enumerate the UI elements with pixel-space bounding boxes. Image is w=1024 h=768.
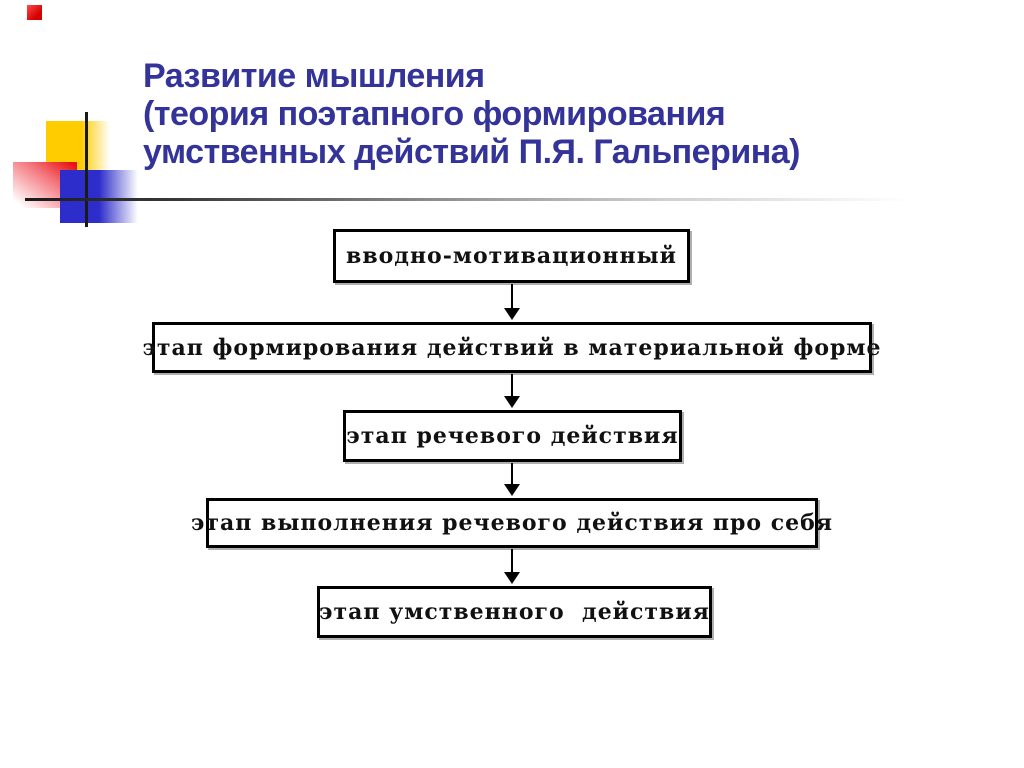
arrowhead-down-icon	[504, 308, 520, 320]
flow-box-label: этап речевого действия	[346, 423, 679, 449]
arrowhead-down-icon	[504, 396, 520, 408]
arrow-stem	[511, 549, 513, 574]
down-arrow-connector-2	[504, 374, 520, 408]
arrow-stem	[511, 374, 513, 398]
flow-box-stage-5: этап умственного действия	[317, 586, 712, 638]
flow-box-label: этап формирования действий в материально…	[142, 334, 882, 361]
flow-box-stage-2: этап формирования действий в материально…	[143, 322, 881, 373]
arrow-stem	[511, 463, 513, 486]
corner-red-square-decoration	[27, 5, 42, 20]
title-underline-rule	[25, 198, 910, 201]
arrowhead-down-icon	[504, 484, 520, 496]
flow-box-stage-1: вводно-мотивационный	[333, 229, 690, 283]
title-line-2: (теория поэтапного формирования	[143, 95, 726, 133]
arrowhead-down-icon	[504, 572, 520, 584]
slide-title: Развитие мышления (теория поэтапного фор…	[143, 57, 903, 171]
flow-box-stage-3: этап речевого действия	[343, 410, 682, 462]
arrow-stem	[511, 284, 513, 310]
blue-square-decoration	[60, 170, 138, 223]
down-arrow-connector-3	[504, 463, 520, 496]
title-line-3: умственных действий П.Я. Гальперина)	[143, 133, 801, 171]
flow-box-stage-4: этап выполнения речевого действия про се…	[191, 498, 832, 548]
flow-box-label: вводно-мотивационный	[346, 243, 677, 269]
flow-box-label: этап выполнения речевого действия про се…	[191, 510, 834, 536]
down-arrow-connector-4	[504, 549, 520, 584]
title-line-1: Развитие мышления	[143, 57, 485, 95]
vertical-line-decoration	[85, 112, 88, 227]
flow-box-label: этап умственного действия	[319, 599, 710, 625]
down-arrow-connector-1	[504, 284, 520, 320]
